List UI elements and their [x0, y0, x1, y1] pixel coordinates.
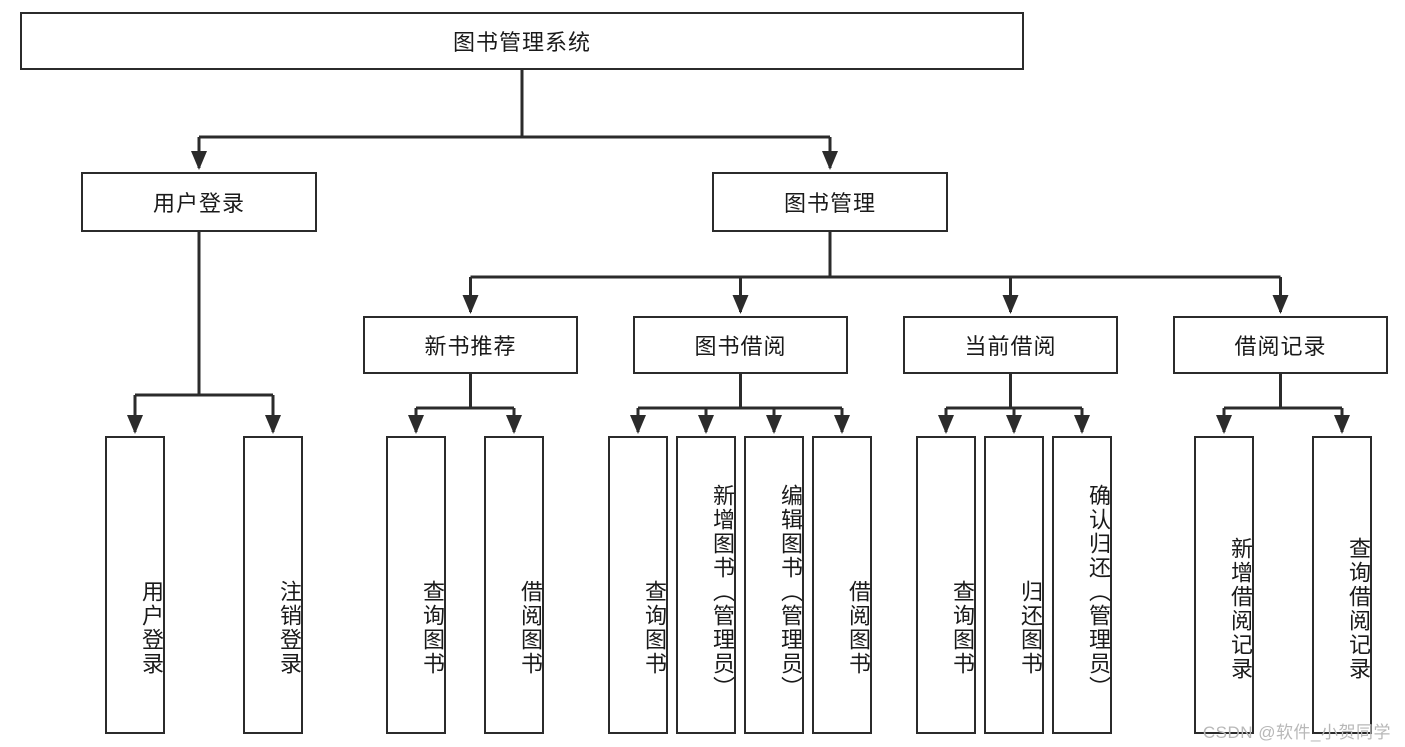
node-leaf-query-book-2[interactable]: 查询图书: [608, 436, 668, 734]
node-user-login[interactable]: 用户登录: [81, 172, 317, 232]
node-book-manage[interactable]: 图书管理: [712, 172, 948, 232]
node-leaf-borrow-book-1[interactable]: 借阅图书: [484, 436, 544, 734]
node-leaf-edit-book[interactable]: 编辑图书（管理员）: [744, 436, 804, 734]
node-root[interactable]: 图书管理系统: [20, 12, 1024, 70]
node-leaf-query-book-3[interactable]: 查询图书: [916, 436, 976, 734]
node-new-book-recommend[interactable]: 新书推荐: [363, 316, 578, 374]
node-leaf-query-record[interactable]: 查询借阅记录: [1312, 436, 1372, 734]
node-leaf-return-book[interactable]: 归还图书: [984, 436, 1044, 734]
node-leaf-logout[interactable]: 注销登录: [243, 436, 303, 734]
node-borrow-record[interactable]: 借阅记录: [1173, 316, 1388, 374]
node-leaf-borrow-book-2[interactable]: 借阅图书: [812, 436, 872, 734]
node-current-borrow[interactable]: 当前借阅: [903, 316, 1118, 374]
node-book-borrow[interactable]: 图书借阅: [633, 316, 848, 374]
node-leaf-add-record[interactable]: 新增借阅记录: [1194, 436, 1254, 734]
node-leaf-query-book-1[interactable]: 查询图书: [386, 436, 446, 734]
node-leaf-confirm-return[interactable]: 确认归还（管理员）: [1052, 436, 1112, 734]
node-leaf-user-login[interactable]: 用户登录: [105, 436, 165, 734]
node-leaf-add-book[interactable]: 新增图书（管理员）: [676, 436, 736, 734]
